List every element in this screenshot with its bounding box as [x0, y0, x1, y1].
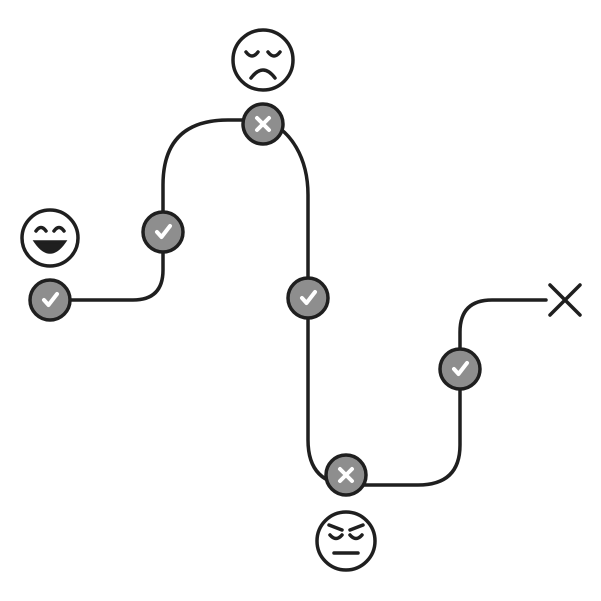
sad-face-icon	[231, 28, 295, 92]
x-icon	[255, 116, 271, 132]
check-icon	[452, 361, 469, 376]
journey-node-fail	[241, 102, 285, 146]
journey-node-fail	[324, 453, 368, 497]
x-icon	[338, 467, 354, 483]
journey-node-check	[438, 347, 482, 391]
x-end-icon	[548, 283, 582, 317]
check-icon	[155, 224, 172, 239]
journey-node-check	[141, 210, 185, 254]
annoyed-face-icon	[315, 510, 377, 572]
happy-face-icon	[20, 208, 80, 268]
journey-path	[48, 118, 548, 487]
check-icon	[300, 290, 317, 305]
check-icon	[42, 292, 59, 307]
journey-node-check	[28, 278, 72, 322]
journey-node-check	[286, 276, 330, 320]
